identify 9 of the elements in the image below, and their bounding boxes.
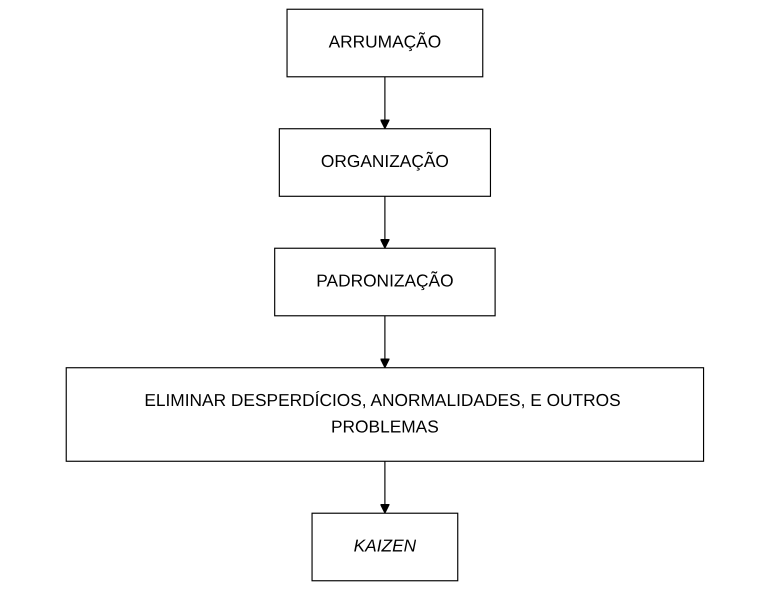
node-box: ORGANIZAÇÃO xyxy=(278,128,491,197)
node-box: KAIZEN xyxy=(311,512,458,582)
node-box: PADRONIZAÇÃO xyxy=(274,248,496,316)
arrow xyxy=(379,196,390,249)
node-box: ARRUMAÇÃO xyxy=(286,8,483,78)
node-box: ELIMINAR DESPERDÍCIOS, ANORMALIDADES, E OUTROS PROBLEMAS xyxy=(65,367,704,462)
arrow xyxy=(379,316,390,368)
arrow xyxy=(379,461,390,514)
arrow xyxy=(379,76,390,130)
